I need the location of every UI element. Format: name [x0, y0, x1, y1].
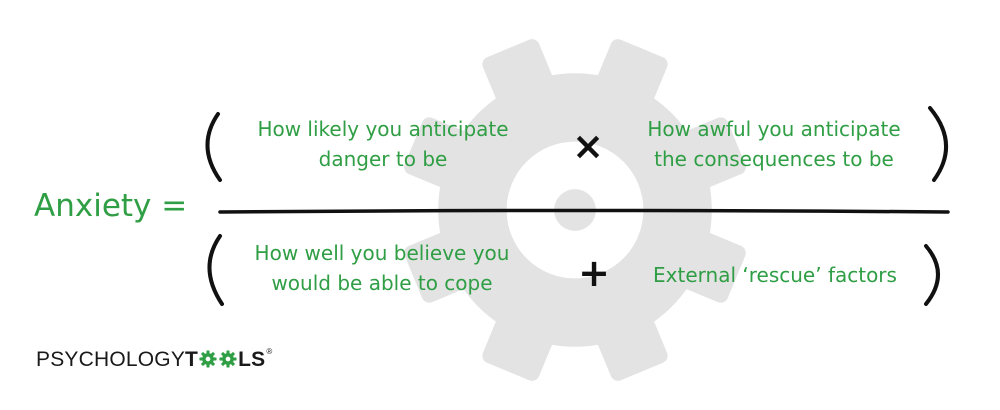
plus-operator: + — [578, 251, 610, 295]
gear-watermark-icon — [404, 39, 746, 381]
anxiety-label: Anxiety = — [34, 188, 188, 224]
logo-gear-icon — [219, 350, 237, 368]
gear-tooth — [674, 229, 746, 303]
fraction-line — [218, 208, 950, 214]
denominator-right-paren — [924, 244, 940, 306]
multiply-operator: × — [572, 124, 604, 168]
logo-registered-mark: ® — [266, 347, 273, 356]
logo-psychology-text: PSYCHOLOGY — [36, 348, 186, 371]
denominator-left-paren — [207, 234, 224, 306]
gear-tooth — [594, 309, 668, 381]
logo-ls-text: LS — [238, 348, 266, 371]
logo-t-text: T — [185, 348, 199, 371]
numerator-left-paren — [205, 112, 222, 182]
psychology-tools-logo: PSYCHOLOGY T — [36, 347, 272, 377]
denominator-left-term: How well you believe you would be able t… — [254, 241, 510, 295]
gear-tooth — [404, 117, 476, 191]
gear-tooth — [482, 39, 556, 111]
gear-tooth — [404, 229, 476, 303]
gear-tooth — [482, 309, 556, 381]
gear-tooth — [594, 39, 668, 111]
numerator-left-term: How likely you anticipate danger to be — [257, 117, 509, 171]
numerator-right-paren — [928, 106, 948, 182]
gear-tooth — [674, 117, 746, 191]
numerator-right-term: How awful you anticipate the consequence… — [647, 117, 901, 171]
denominator-right-term: External ‘rescue’ factors — [653, 263, 897, 287]
logo-gear-icon — [199, 350, 217, 368]
